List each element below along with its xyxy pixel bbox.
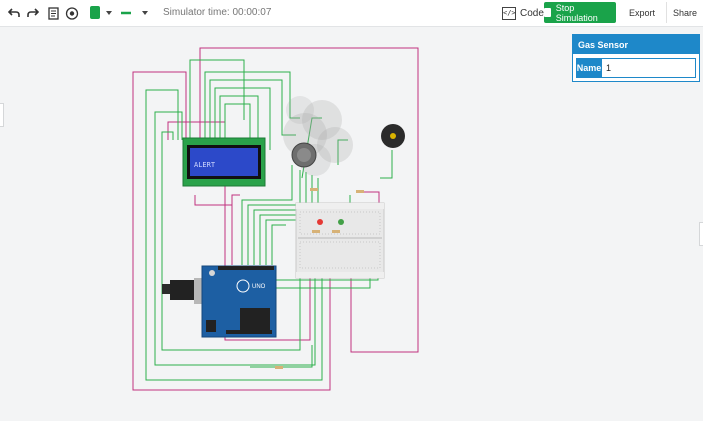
code-icon: </> bbox=[502, 6, 516, 20]
visibility-button[interactable] bbox=[64, 4, 80, 22]
circuit-canvas[interactable]: ALERT UNO bbox=[0, 27, 703, 421]
simulator-time: Simulator time: 00:00:07 bbox=[163, 7, 272, 18]
magenta-wires[interactable] bbox=[132, 47, 419, 391]
buzzer[interactable] bbox=[381, 124, 405, 148]
stop-simulation-button[interactable]: Stop Simulation bbox=[544, 2, 616, 23]
breadboard[interactable] bbox=[295, 188, 385, 279]
green-led[interactable] bbox=[338, 219, 344, 225]
gas-sensor[interactable] bbox=[291, 142, 317, 168]
lcd-display[interactable]: ALERT bbox=[182, 137, 266, 187]
right-panel-toggle[interactable] bbox=[699, 222, 703, 246]
stop-icon bbox=[544, 8, 551, 17]
redo-icon bbox=[27, 8, 39, 17]
resistor[interactable] bbox=[312, 230, 320, 233]
undo-icon bbox=[8, 8, 20, 17]
breadboard-holes bbox=[299, 211, 381, 269]
red-led[interactable] bbox=[317, 219, 323, 225]
wire-type-icon bbox=[121, 11, 131, 15]
resistor[interactable] bbox=[356, 190, 364, 193]
toolbar: Simulator time: 00:00:07 </> Code Stop S… bbox=[0, 0, 703, 27]
resistor[interactable] bbox=[310, 188, 318, 191]
gas-smoke bbox=[283, 96, 353, 176]
arduino-label: UNO bbox=[252, 284, 266, 290]
name-label: Name bbox=[576, 58, 602, 78]
stop-simulation-label: Stop Simulation bbox=[555, 2, 598, 23]
wire-color-chevron-down-icon[interactable] bbox=[106, 11, 112, 15]
left-panel-toggle[interactable] bbox=[0, 103, 4, 127]
name-input[interactable] bbox=[602, 58, 696, 78]
resistor[interactable] bbox=[332, 230, 340, 233]
undo-button[interactable] bbox=[6, 4, 22, 22]
redo-button[interactable] bbox=[25, 4, 41, 22]
share-button[interactable]: Share bbox=[666, 2, 703, 23]
wire-color-swatch[interactable] bbox=[90, 6, 100, 19]
lcd-text: ALERT bbox=[194, 161, 216, 169]
resistor[interactable] bbox=[275, 366, 283, 369]
wire-type-chevron-down-icon[interactable] bbox=[142, 11, 148, 15]
inspector-panel: Gas Sensor Name bbox=[572, 34, 700, 82]
code-button[interactable]: </> Code bbox=[502, 4, 544, 22]
notes-button[interactable] bbox=[45, 4, 61, 22]
eye-icon bbox=[65, 6, 79, 20]
notes-icon bbox=[47, 6, 59, 20]
arduino-board[interactable]: UNO bbox=[162, 265, 277, 338]
code-button-label: Code bbox=[520, 7, 544, 19]
wire-type-button[interactable] bbox=[118, 4, 138, 22]
green-wires[interactable] bbox=[145, 59, 393, 381]
export-button[interactable]: Export bbox=[628, 7, 655, 18]
inspector-title: Gas Sensor bbox=[573, 35, 699, 54]
